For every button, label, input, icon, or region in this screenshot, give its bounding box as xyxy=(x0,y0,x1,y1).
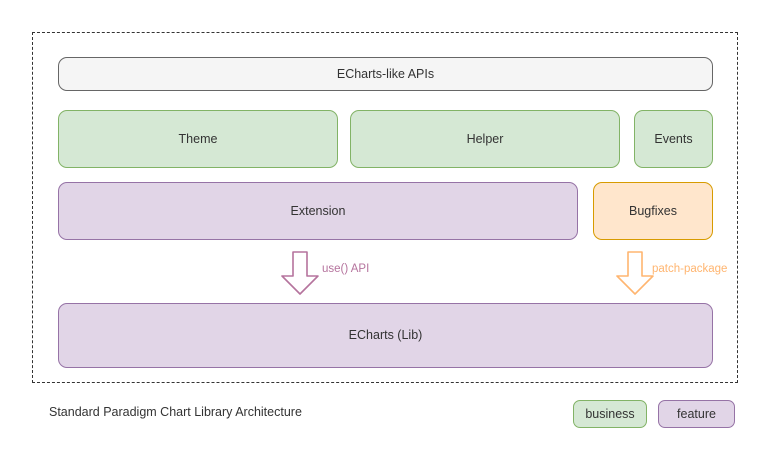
node-label: Bugfixes xyxy=(629,203,677,218)
node-extension[interactable]: Extension xyxy=(58,182,578,240)
diagram-caption: Standard Paradigm Chart Library Architec… xyxy=(49,405,302,419)
node-bugfixes[interactable]: Bugfixes xyxy=(593,182,713,240)
node-theme[interactable]: Theme xyxy=(58,110,338,168)
node-events[interactable]: Events xyxy=(634,110,713,168)
node-echarts-like-apis[interactable]: ECharts-like APIs xyxy=(58,57,713,91)
node-echarts-lib[interactable]: ECharts (Lib) xyxy=(58,303,713,368)
node-helper[interactable]: Helper xyxy=(350,110,620,168)
architecture-container xyxy=(32,32,738,383)
arrow-label-patch-package: patch-package xyxy=(652,263,728,275)
arrow-down-patch-package xyxy=(612,250,658,296)
node-label: Theme xyxy=(178,131,218,146)
arrow-down-use-api xyxy=(277,250,323,296)
node-label: Helper xyxy=(466,131,504,146)
legend-item-business[interactable]: business xyxy=(573,400,647,428)
node-label: ECharts-like APIs xyxy=(336,66,435,81)
arrow-label-use-api: use() API xyxy=(322,263,370,275)
node-label: ECharts (Lib) xyxy=(348,328,423,342)
legend-item-feature[interactable]: feature xyxy=(658,400,735,428)
legend-label: business xyxy=(585,407,635,421)
node-label: Events xyxy=(654,131,693,146)
legend-label: feature xyxy=(677,407,716,421)
node-label: Extension xyxy=(290,203,346,218)
